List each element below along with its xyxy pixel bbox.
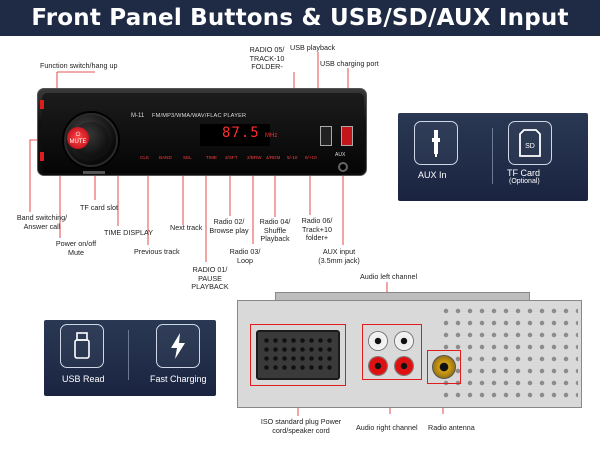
fast-charging-label: Fast Charging	[150, 374, 207, 384]
lcd-frequency-unit: MHz	[265, 133, 278, 139]
antenna-socket[interactable]	[432, 355, 456, 379]
back-panel-vents	[440, 305, 578, 403]
label-previous-track: Previous track	[134, 247, 180, 256]
iso-highlight	[250, 324, 346, 386]
label-audio-left: Audio left channel	[360, 272, 418, 281]
card-aux-tf	[398, 113, 588, 201]
lightning-icon	[156, 324, 200, 368]
button-time[interactable]: TIME	[206, 155, 217, 160]
svg-text:SD: SD	[525, 143, 535, 150]
label-time-display: TIME DISPLAY	[104, 228, 153, 237]
model-name: M-11	[131, 113, 145, 119]
button-clk[interactable]: CLK	[140, 155, 149, 160]
label-band-switching: Band switching/ Answer call	[16, 213, 68, 231]
button-band[interactable]: BAND	[159, 155, 172, 160]
lcd-frequency: 87.5	[222, 125, 260, 141]
power-button[interactable]: ⏻ MUTE	[67, 127, 89, 149]
button-sel[interactable]: SEL	[183, 155, 192, 160]
sd-card-icon: SD	[508, 121, 552, 165]
label-radio01: RADIO 01/ PAUSE PLAYBACK	[191, 265, 229, 291]
banner: Front Panel Buttons & USB/SD/AUX Input	[0, 0, 600, 36]
antenna-highlight	[427, 350, 461, 384]
player-modes: FM/MP3/WMA/WAV/FLAC PLAYER	[152, 113, 247, 119]
aux-port-label: AUX	[335, 152, 346, 158]
label-usb-charging: USB charging port	[320, 59, 379, 68]
rca-highlight	[362, 324, 422, 380]
card-usb-charge	[44, 320, 216, 396]
power-icon: ⏻	[75, 131, 81, 138]
audio-jack-icon	[414, 121, 458, 165]
label-power: Power on/off Mute	[55, 239, 97, 257]
label-radio-antenna: Radio antenna	[428, 423, 475, 432]
label-function-switch: Function switch/hang up	[40, 61, 118, 70]
tf-card-label: TF Card	[507, 168, 541, 178]
label-audio-right: Audio right channel	[356, 423, 418, 432]
rca-left-white-1[interactable]	[369, 332, 387, 350]
usb-charging-port[interactable]	[341, 126, 353, 146]
power-button-label: MUTE	[69, 138, 87, 145]
button-rdm[interactable]: 4/RDM	[266, 155, 281, 160]
rca-left-white-2[interactable]	[395, 332, 413, 350]
label-radio06: Radio 06/ Track+10 folder+	[301, 216, 333, 242]
card-divider	[492, 128, 493, 184]
tf-card-sub-label: (Optional)	[509, 178, 540, 185]
usb-playback-port[interactable]	[320, 126, 332, 146]
button-sft[interactable]: 3/SFT	[225, 155, 238, 160]
indicator-left-bottom	[40, 152, 44, 161]
rca-right-red-1[interactable]	[369, 357, 387, 375]
label-radio05: RADIO 05/ TRACK-10 FOLDER-	[249, 45, 285, 71]
rca-right-red-2[interactable]	[395, 357, 413, 375]
label-radio04: Radio 04/ Shuffle Playback	[259, 217, 291, 243]
aux-in-label: AUX In	[418, 170, 447, 180]
button-brw[interactable]: 2/BRW	[247, 155, 262, 160]
card-divider-2	[128, 330, 129, 380]
usb-drive-icon	[60, 324, 104, 368]
indicator-left-top	[40, 100, 44, 109]
label-next-track: Next track	[170, 223, 203, 232]
label-usb-playback: USB playback	[290, 43, 336, 52]
label-iso-plug: ISO standard plug Power cord/speaker cor…	[260, 417, 342, 435]
iso-pins	[262, 336, 334, 374]
label-radio02: Radio 02/ Browse play	[209, 217, 249, 235]
banner-title: Front Panel Buttons & USB/SD/AUX Input	[31, 5, 569, 31]
label-tf-slot: TF card slot	[80, 203, 118, 212]
label-aux-input: AUX input (3.5mm jack)	[318, 247, 360, 265]
tf-card-slot[interactable]	[83, 171, 105, 174]
button-plus10[interactable]: 6/+10	[305, 155, 317, 160]
usb-read-label: USB Read	[62, 374, 105, 384]
label-radio03: Radio 03/ Loop	[229, 247, 261, 265]
lcd-display	[200, 124, 270, 146]
button-minus10[interactable]: 5/-10	[287, 155, 298, 160]
aux-jack[interactable]	[338, 162, 348, 172]
